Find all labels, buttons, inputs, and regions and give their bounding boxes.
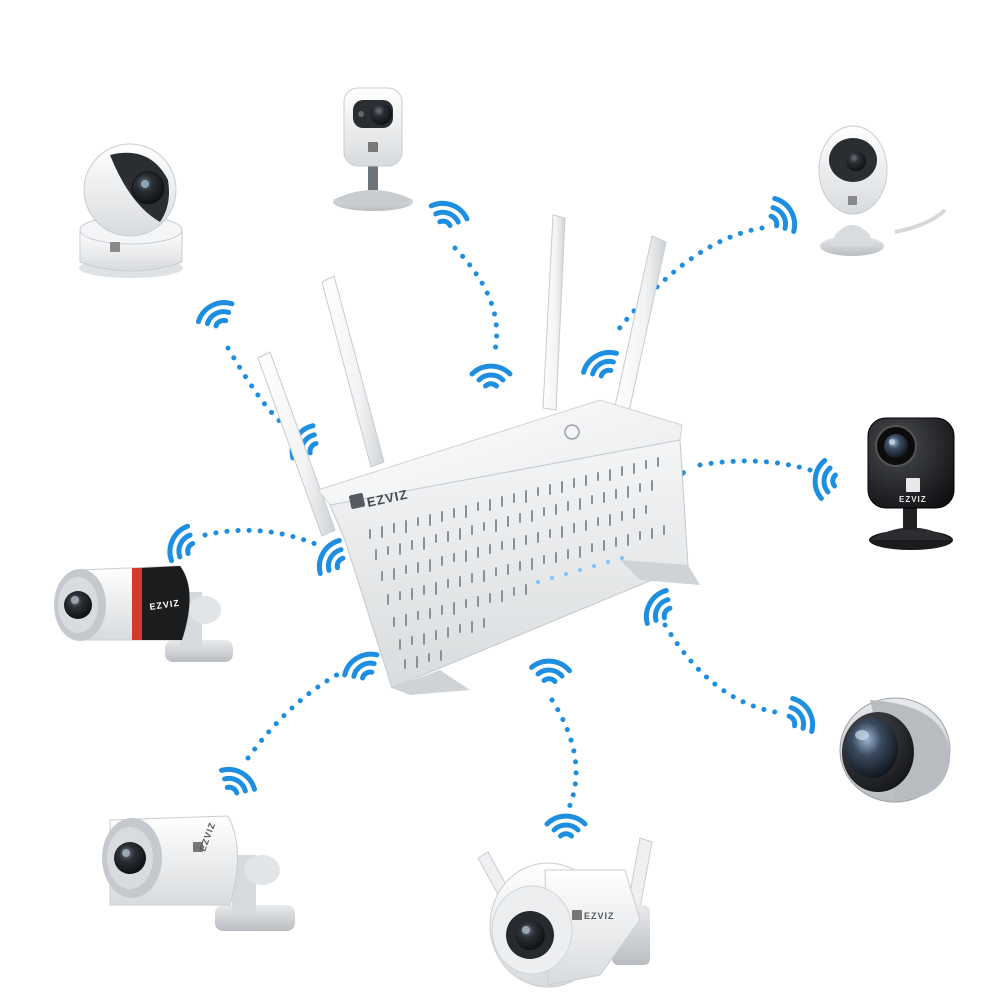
svg-text:EZVIZ: EZVIZ: [584, 911, 615, 921]
wifi-icon: [314, 537, 350, 580]
wifi-icon: [814, 460, 837, 500]
nvr-router: EZVIZ: [257, 214, 700, 695]
wifi-icon: [764, 195, 800, 238]
wifi-icon: [641, 587, 677, 630]
outdoor-wifi-camera: EZVIZ: [477, 837, 653, 988]
wifi-icon: [195, 297, 238, 332]
wifi-icon: [782, 695, 818, 738]
mini-plus-camera: EZVIZ: [867, 417, 955, 550]
antenna: [321, 275, 385, 468]
wifi-icon: [472, 366, 510, 386]
wifi-icon: [341, 648, 384, 685]
wifi-icon: [164, 523, 198, 566]
wifi-icon: [427, 199, 469, 231]
link-mini-cube-camera: [452, 245, 500, 353]
router-badge: [564, 424, 580, 440]
antenna: [611, 235, 667, 426]
link-outdoor-bullet-camera-red: [202, 527, 321, 548]
outdoor-bullet-camera-red: EZVIZ: [54, 565, 233, 662]
wifi-icon: [216, 764, 259, 800]
mini-cube-camera: [333, 87, 413, 211]
link-mini-o-camera: [615, 225, 765, 333]
link-mini-pano-camera: [662, 622, 778, 715]
wifi-icon: [547, 816, 585, 836]
svg-text:EZVIZ: EZVIZ: [899, 495, 927, 504]
status-leds: [536, 556, 624, 584]
link-mini-plus-camera: [697, 458, 813, 473]
link-outdoor-bullet-camera-white: [245, 669, 345, 761]
mini-o-camera: [818, 125, 947, 256]
mini-pano-camera: [839, 697, 951, 803]
wifi-icon: [531, 660, 571, 683]
outdoor-bullet-camera-white: EZVIZ: [102, 815, 295, 931]
antenna: [542, 214, 566, 411]
svg-text:EZVIZ: EZVIZ: [149, 598, 181, 612]
link-outdoor-wifi-camera: [549, 697, 579, 813]
router-vents: [369, 457, 665, 669]
antenna: [257, 351, 336, 537]
wifi-icon: [580, 347, 623, 383]
pan-tilt-camera: [79, 143, 183, 278]
